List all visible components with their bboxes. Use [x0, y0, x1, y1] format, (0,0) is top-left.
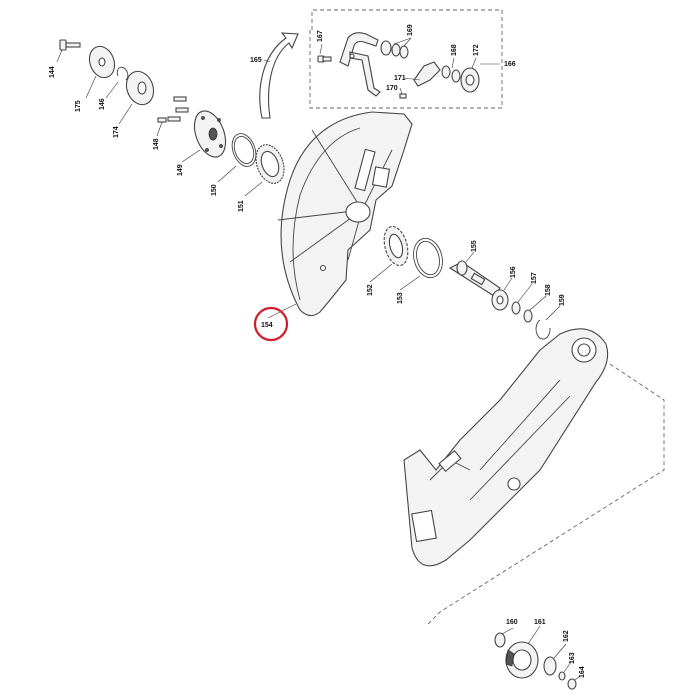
- part-174[interactable]: [122, 68, 158, 109]
- part-161[interactable]: [505, 641, 539, 679]
- part-162[interactable]: [543, 656, 557, 676]
- label-169: 169: [407, 24, 414, 36]
- label-146: 146: [99, 98, 106, 110]
- part-175[interactable]: [85, 43, 118, 81]
- part-bracket[interactable]: [339, 32, 381, 97]
- highlight-circle: [253, 306, 289, 342]
- part-168[interactable]: [441, 65, 461, 83]
- part-172[interactable]: [460, 67, 480, 93]
- label-162: 162: [563, 630, 570, 642]
- part-154-blade-guard[interactable]: [277, 111, 413, 317]
- inset-assembly-box: [309, 9, 503, 109]
- label-174: 174: [113, 126, 120, 138]
- part-144[interactable]: [59, 39, 81, 51]
- label-152: 152: [367, 284, 374, 296]
- label-172: 172: [473, 44, 480, 56]
- part-160[interactable]: [494, 632, 506, 648]
- label-160: 160: [506, 619, 518, 626]
- part-165-arrow: [259, 32, 299, 119]
- label-166: 166: [504, 61, 516, 68]
- label-155: 155: [471, 240, 478, 252]
- part-167[interactable]: [317, 55, 332, 63]
- label-175: 175: [75, 100, 82, 112]
- part-163[interactable]: [558, 671, 566, 681]
- label-163: 163: [569, 652, 576, 664]
- part-148[interactable]: [157, 96, 189, 123]
- part-169[interactable]: [380, 40, 409, 59]
- label-149: 149: [177, 164, 184, 176]
- part-150[interactable]: [228, 130, 260, 169]
- part-146[interactable]: [116, 66, 129, 81]
- label-150: 150: [211, 184, 218, 196]
- label-167: 167: [317, 30, 324, 42]
- blade-arm[interactable]: [403, 328, 609, 567]
- label-154: 154: [261, 322, 273, 329]
- part-164[interactable]: [567, 678, 577, 690]
- label-157: 157: [531, 272, 538, 284]
- part-157[interactable]: [511, 301, 521, 315]
- leader-lines: [56, 37, 581, 681]
- label-161: 161: [534, 619, 546, 626]
- label-159: 159: [559, 294, 566, 306]
- label-151: 151: [238, 200, 245, 212]
- part-151[interactable]: [251, 141, 289, 187]
- part-155[interactable]: [448, 260, 501, 297]
- label-168: 168: [451, 44, 458, 56]
- part-149[interactable]: [189, 107, 232, 162]
- part-159[interactable]: [535, 319, 551, 340]
- assembly-guide-lines: [427, 363, 665, 625]
- label-164: 164: [579, 666, 586, 678]
- label-156: 156: [510, 266, 517, 278]
- part-152[interactable]: [380, 224, 412, 268]
- label-170: 170: [386, 85, 398, 92]
- part-171[interactable]: [413, 61, 441, 87]
- part-153[interactable]: [409, 235, 446, 281]
- label-148: 148: [153, 138, 160, 150]
- label-158: 158: [545, 284, 552, 296]
- part-158[interactable]: [523, 309, 533, 323]
- part-170[interactable]: [399, 93, 407, 99]
- label-171: 171: [394, 75, 406, 82]
- part-156[interactable]: [491, 289, 509, 311]
- label-165: 165: [250, 57, 262, 64]
- part-labels: 144 175 146 174 148 149 150 151 165 167 …: [49, 24, 586, 678]
- label-153: 153: [397, 292, 404, 304]
- label-144: 144: [49, 66, 56, 78]
